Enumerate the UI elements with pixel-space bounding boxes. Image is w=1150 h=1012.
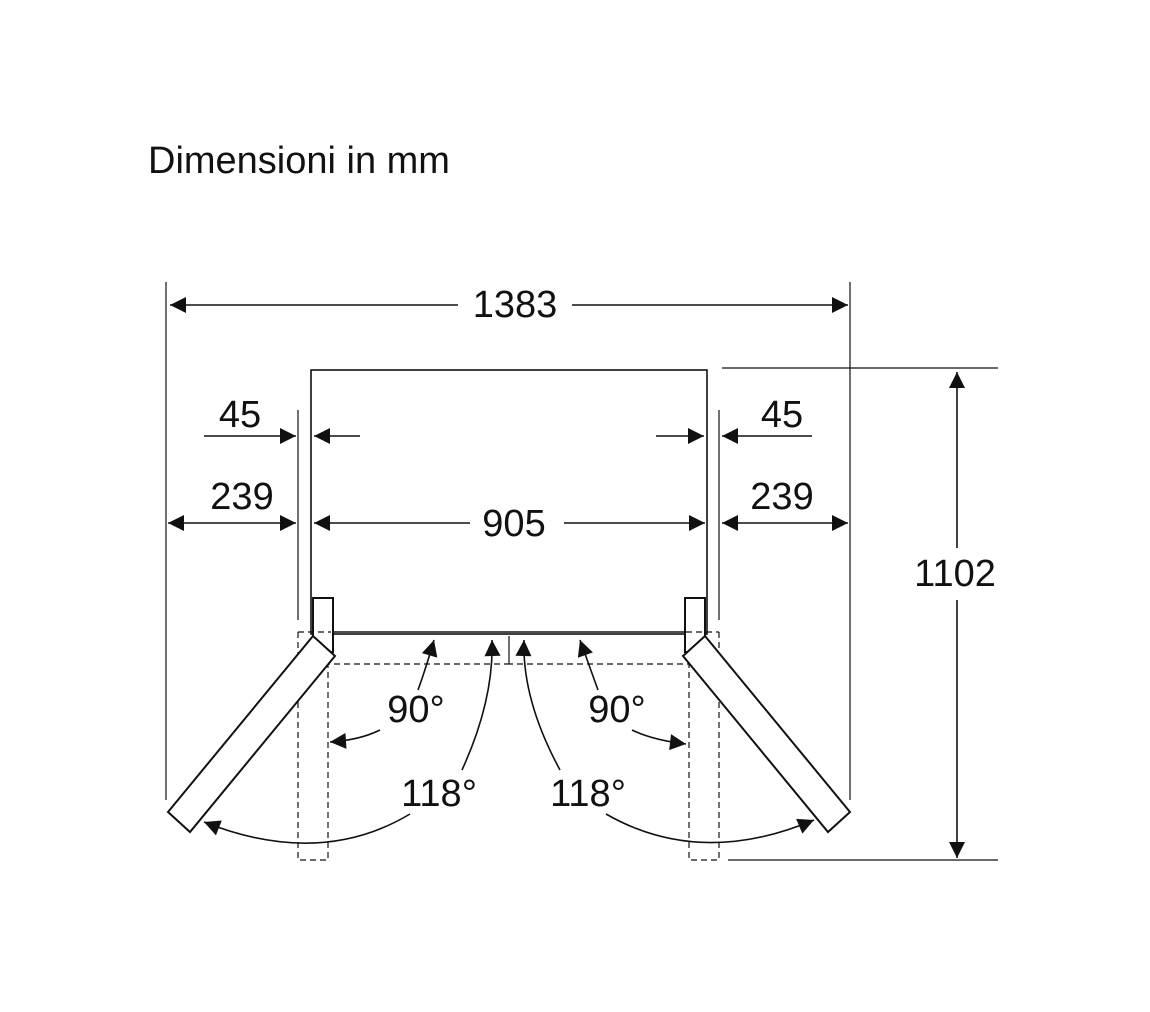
right-118-arc-top (515, 639, 561, 771)
left-gap-label: 45 (219, 394, 261, 436)
right-90-label: 90° (588, 689, 645, 731)
total-width-label: 1383 (473, 284, 558, 326)
right-door-90-outline (509, 632, 720, 861)
left-118-label: 118° (401, 773, 477, 815)
right-gap-label: 45 (761, 394, 803, 436)
right-118-arc-bottom (605, 813, 815, 844)
depth-label: 1102 (914, 553, 996, 595)
appliance-body (310, 369, 708, 635)
right-door-open (681, 634, 852, 834)
left-90-arc-bottom (329, 729, 381, 749)
right-90-arc-top (577, 639, 599, 691)
left-118-arc-bottom (203, 813, 411, 844)
left-door-90-outline (297, 632, 509, 861)
inner-width-label: 905 (482, 503, 545, 545)
left-offset-label: 239 (210, 476, 273, 518)
right-90-arc-bottom (631, 729, 687, 751)
right-118-label: 118° (550, 773, 626, 815)
right-offset-label: 239 (750, 476, 813, 518)
left-118-arc-top (461, 639, 501, 771)
left-door-open (166, 634, 337, 834)
left-90-label: 90° (387, 689, 444, 731)
page-title: Dimensioni in mm (148, 140, 450, 182)
left-90-arc-top (417, 639, 438, 691)
